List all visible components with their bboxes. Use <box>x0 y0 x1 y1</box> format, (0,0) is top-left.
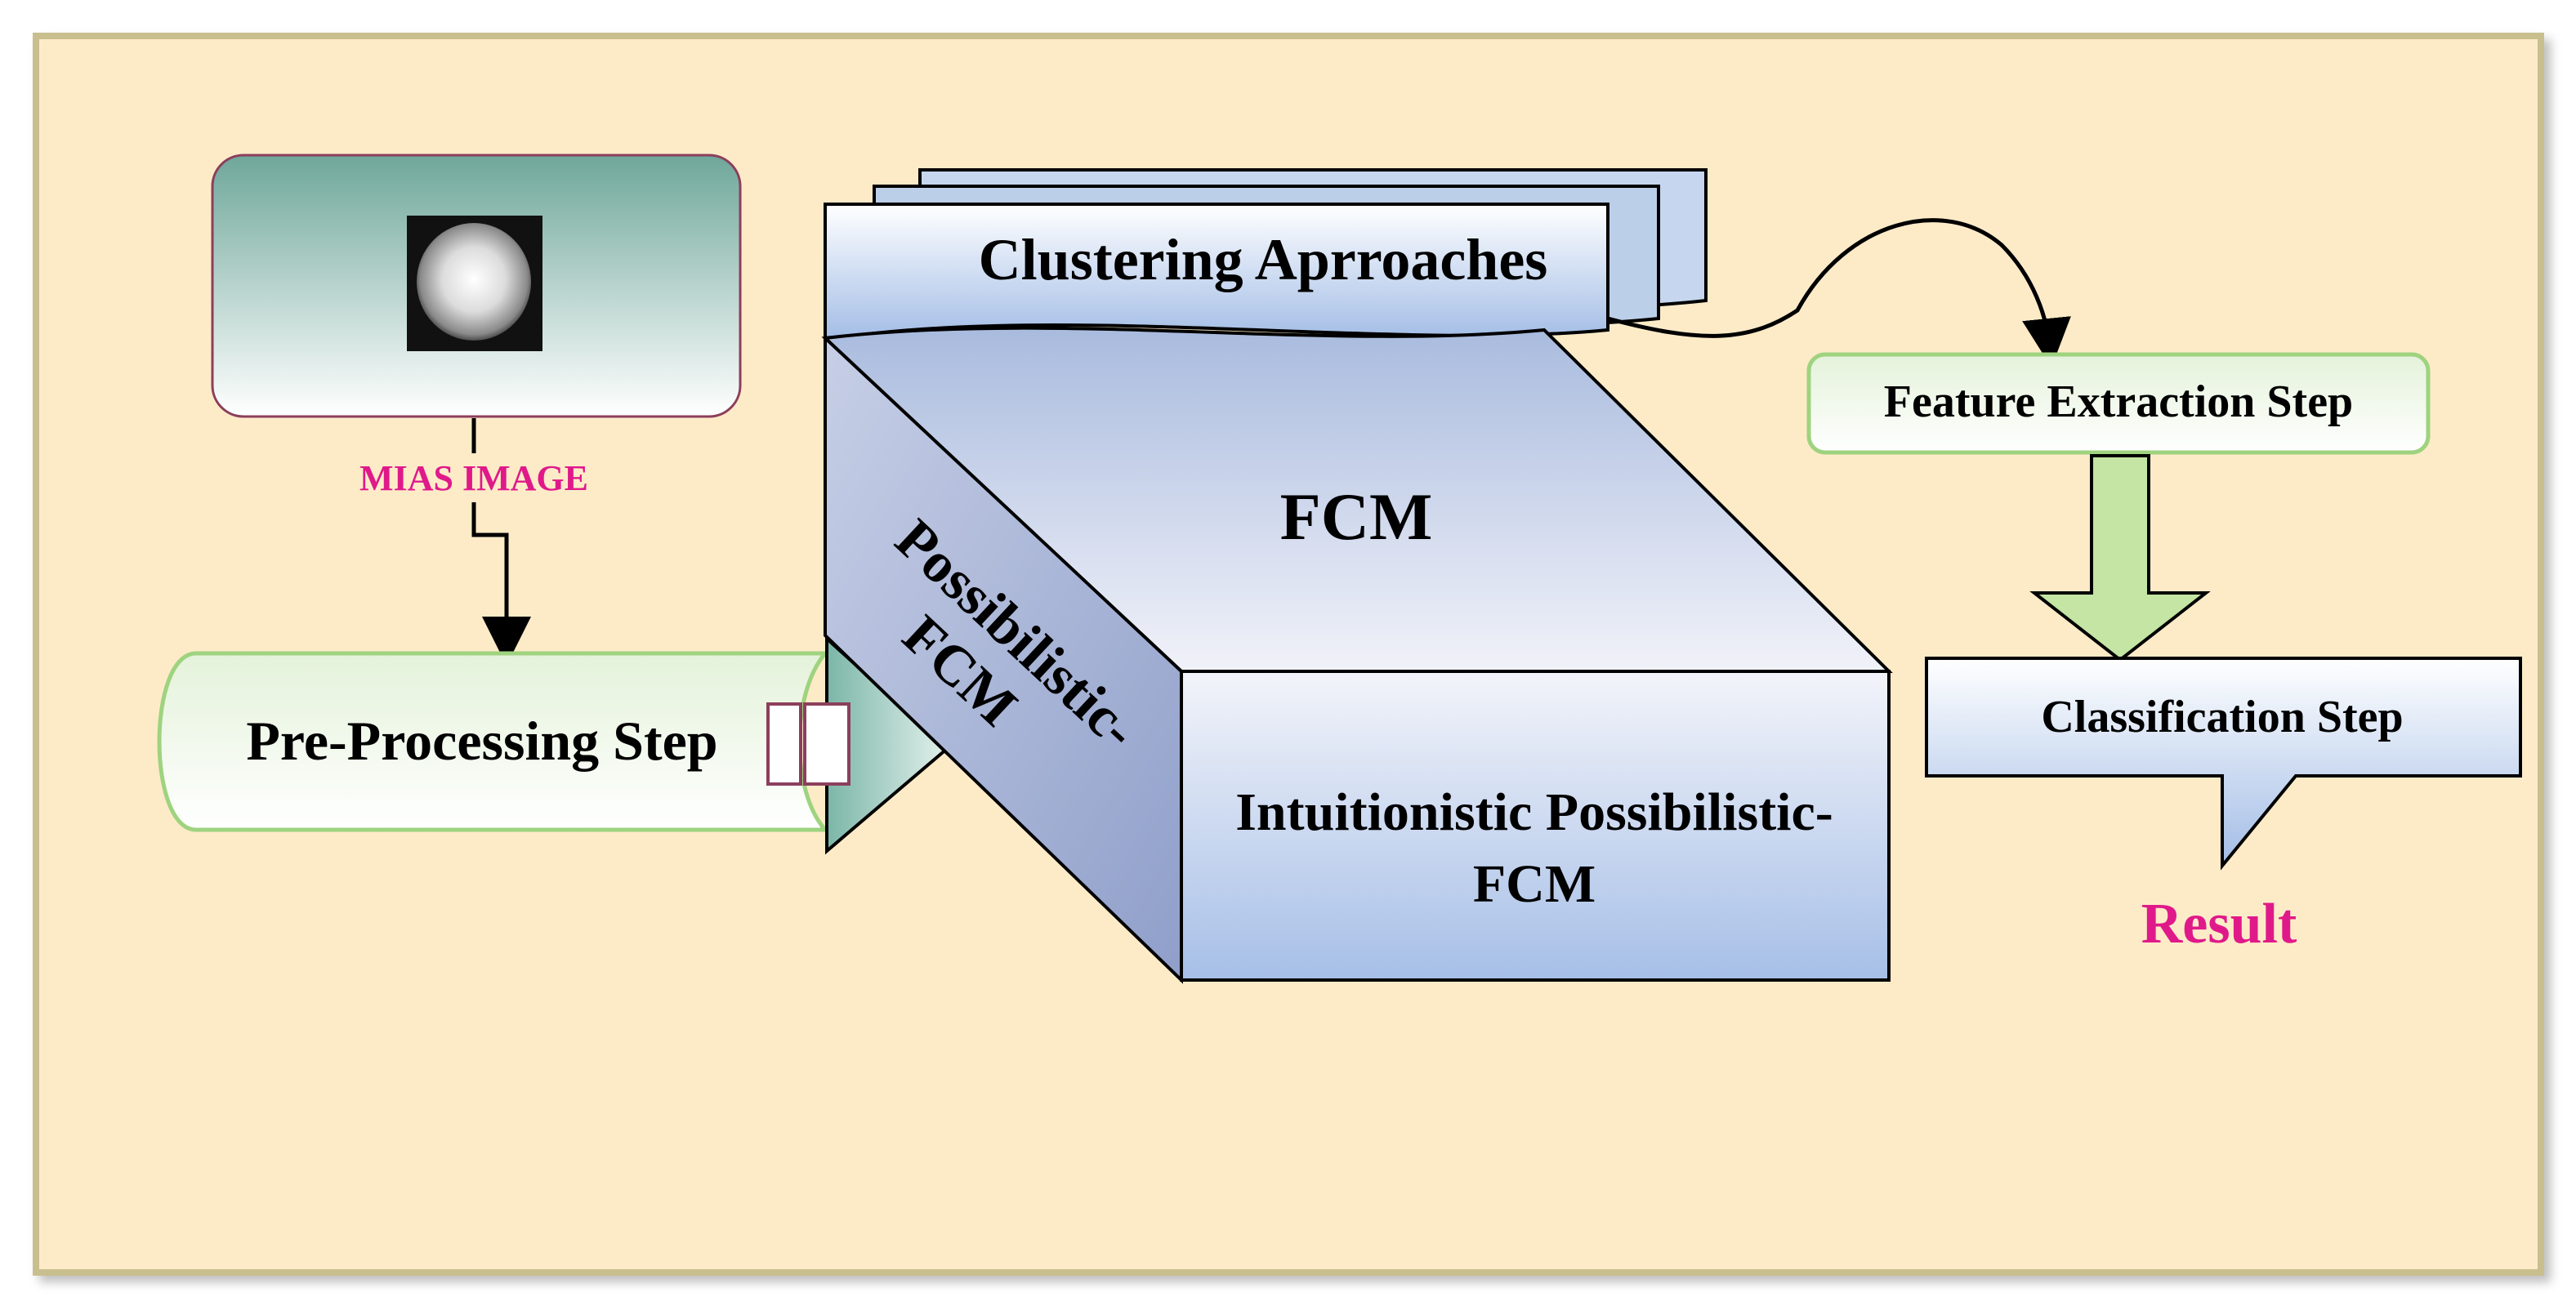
block-arrow-down <box>2029 454 2211 662</box>
clustering-approaches-title: Clustering Aprroaches <box>979 227 1548 292</box>
intuitionistic-fcm-line2: FCM <box>1473 854 1596 914</box>
fcm-top-label: FCM <box>1280 479 1433 554</box>
intuitionistic-fcm-line1: Intuitionistic Possibilistic- <box>1235 782 1833 842</box>
clustering-approaches-stack: Clustering Aprroaches <box>824 168 1708 342</box>
result-label: Result <box>2141 893 2297 956</box>
preprocessing-step: Pre-Processing Step <box>157 651 830 832</box>
intuitionistic-fcm-front-face <box>1180 670 1891 982</box>
classification-step-label: Classification Step <box>2041 692 2403 742</box>
feature-extraction-step: Feature Extraction Step <box>1806 352 2431 455</box>
mass-blob <box>417 223 531 341</box>
preprocessing-step-label: Pre-Processing Step <box>246 710 717 772</box>
classification-step: Classification Step <box>1925 657 2522 871</box>
connector-clustering-to-feature <box>1607 218 2071 368</box>
connector-image-to-preprocessing <box>471 418 507 641</box>
mias-image-label: MIAS IMAGE <box>359 458 588 498</box>
feature-extraction-step-label: Feature Extraction Step <box>1884 377 2353 427</box>
mias-image-box <box>211 154 742 418</box>
coupling-icon <box>766 702 850 786</box>
